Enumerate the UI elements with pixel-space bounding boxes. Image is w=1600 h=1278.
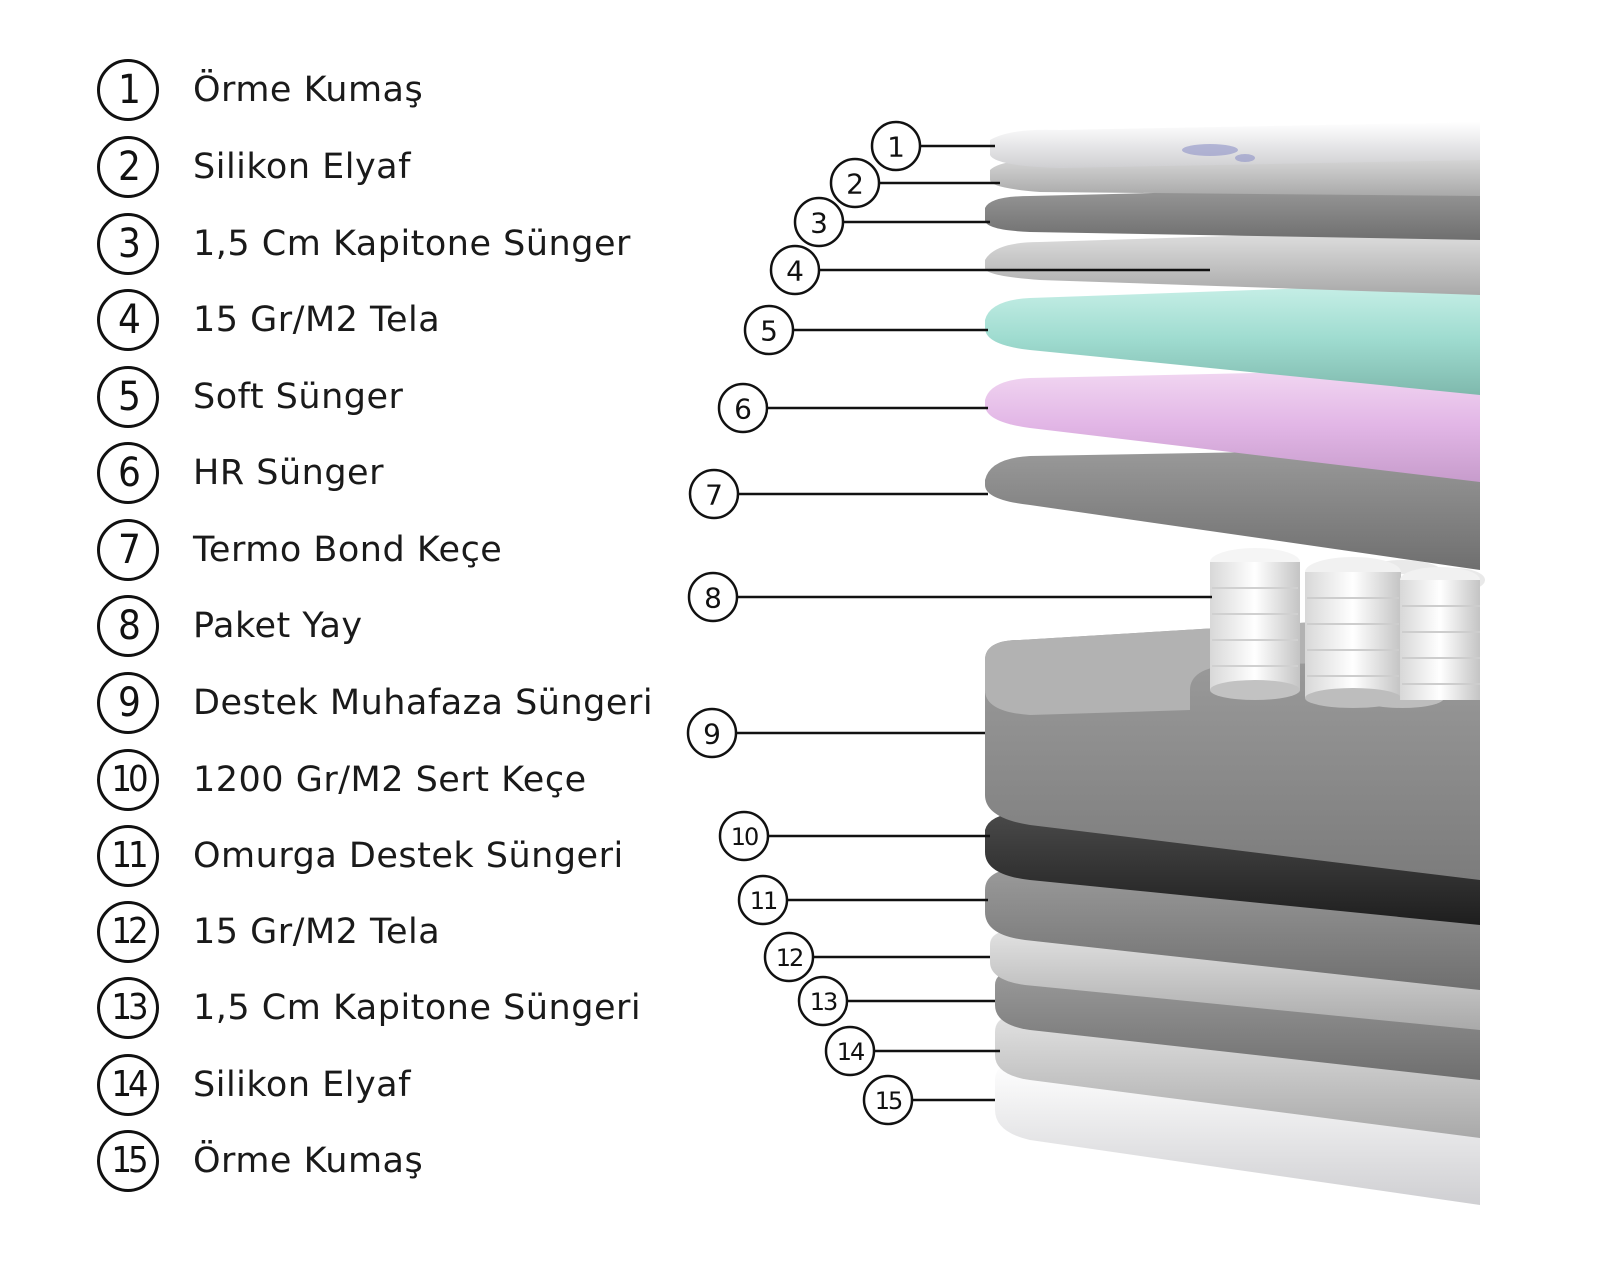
- legend-item-5: 5 Soft Sünger: [97, 364, 403, 430]
- legend-item-2: 2 Silikon Elyaf: [97, 134, 411, 200]
- number-badge: 9: [97, 672, 159, 734]
- callout-lines: [737, 144, 1212, 1102]
- callout-number-9: 9: [703, 718, 721, 751]
- callout-number-7: 7: [705, 479, 723, 512]
- callout-number-13: 13: [810, 988, 837, 1016]
- legend-item-7: 7 Termo Bond Keçe: [97, 517, 502, 583]
- legend-label: 1200 Gr/M2 Sert Keçe: [193, 760, 587, 800]
- legend-label: Destek Muhafaza Süngeri: [193, 683, 654, 723]
- legend-item-14: 14 Silikon Elyaf: [97, 1052, 411, 1118]
- number-badge: 10: [97, 749, 159, 811]
- legend-label: Paket Yay: [193, 606, 363, 646]
- layer-3-quilted-foam: [985, 185, 1480, 240]
- legend-label: 15 Gr/M2 Tela: [193, 300, 441, 340]
- callout-numbers: 1 2 3 4 5 6 7 8 9 10 11 12 13 14 15: [703, 131, 905, 1116]
- legend-label: Omurga Destek Süngeri: [193, 836, 624, 876]
- legend-item-13: 13 1,5 Cm Kapitone Süngeri: [97, 975, 641, 1041]
- callout-number-12: 12: [776, 944, 803, 972]
- legend-label: Soft Sünger: [193, 377, 404, 417]
- number-badge: 3: [97, 213, 159, 275]
- callout-number-11: 11: [750, 887, 777, 915]
- number-badge: 12: [97, 901, 159, 963]
- callout-number-6: 6: [734, 393, 752, 426]
- legend-item-4: 4 15 Gr/M2 Tela: [97, 287, 440, 353]
- legend-item-3: 3 1,5 Cm Kapitone Sünger: [97, 211, 631, 277]
- number-badge: 6: [97, 442, 159, 504]
- legend-label: Termo Bond Keçe: [193, 530, 503, 570]
- number-badge: 1: [97, 59, 159, 121]
- legend-item-8: 8 Paket Yay: [97, 593, 363, 659]
- legend-label: 1,5 Cm Kapitone Sünger: [193, 224, 631, 264]
- layer-1-knit-fabric: [990, 122, 1480, 168]
- layer-5-soft-foam: [985, 282, 1480, 395]
- layer-legend: 1 Örme Kumaş 2 Silikon Elyaf 3 1,5 Cm Ka…: [0, 0, 700, 1278]
- callout-circles: [686, 120, 922, 1126]
- number-badge: 14: [97, 1054, 159, 1116]
- legend-label: Örme Kumaş: [193, 70, 424, 110]
- layer-8-pocket-springs: [1210, 548, 1485, 708]
- legend-item-6: 6 HR Sünger: [97, 440, 384, 506]
- legend-label: Silikon Elyaf: [193, 147, 411, 187]
- legend-label: Örme Kumaş: [193, 1141, 424, 1181]
- layer-6-hr-foam: [985, 368, 1480, 482]
- legend-label: HR Sünger: [193, 453, 384, 493]
- number-badge: 4: [97, 289, 159, 351]
- number-badge: 13: [97, 977, 159, 1039]
- layer-7-thermo-bond-felt: [985, 448, 1480, 570]
- callout-number-2: 2: [846, 168, 864, 201]
- legend-label: Silikon Elyaf: [193, 1065, 411, 1105]
- callout-number-10: 10: [731, 823, 758, 851]
- number-badge: 15: [97, 1130, 159, 1192]
- callout-number-8: 8: [704, 582, 722, 615]
- number-badge: 7: [97, 519, 159, 581]
- legend-item-9: 9 Destek Muhafaza Süngeri: [97, 670, 653, 736]
- legend-label: 1,5 Cm Kapitone Süngeri: [193, 988, 642, 1028]
- legend-label: 15 Gr/M2 Tela: [193, 912, 441, 952]
- number-badge: 8: [97, 595, 159, 657]
- number-badge: 2: [97, 136, 159, 198]
- legend-item-10: 10 1200 Gr/M2 Sert Keçe: [97, 747, 587, 813]
- legend-item-1: 1 Örme Kumaş: [97, 57, 423, 123]
- legend-item-11: 11 Omurga Destek Süngeri: [97, 823, 624, 889]
- number-badge: 11: [97, 825, 159, 887]
- callout-number-4: 4: [786, 255, 804, 288]
- layer-4-interlining: [985, 228, 1480, 295]
- legend-item-15: 15 Örme Kumaş: [97, 1128, 423, 1194]
- callout-number-1: 1: [887, 131, 905, 164]
- callout-number-5: 5: [760, 315, 778, 348]
- callout-number-3: 3: [810, 207, 828, 240]
- callout-number-14: 14: [837, 1038, 864, 1066]
- legend-item-12: 12 15 Gr/M2 Tela: [97, 899, 440, 965]
- number-badge: 5: [97, 366, 159, 428]
- callout-number-15: 15: [875, 1087, 902, 1115]
